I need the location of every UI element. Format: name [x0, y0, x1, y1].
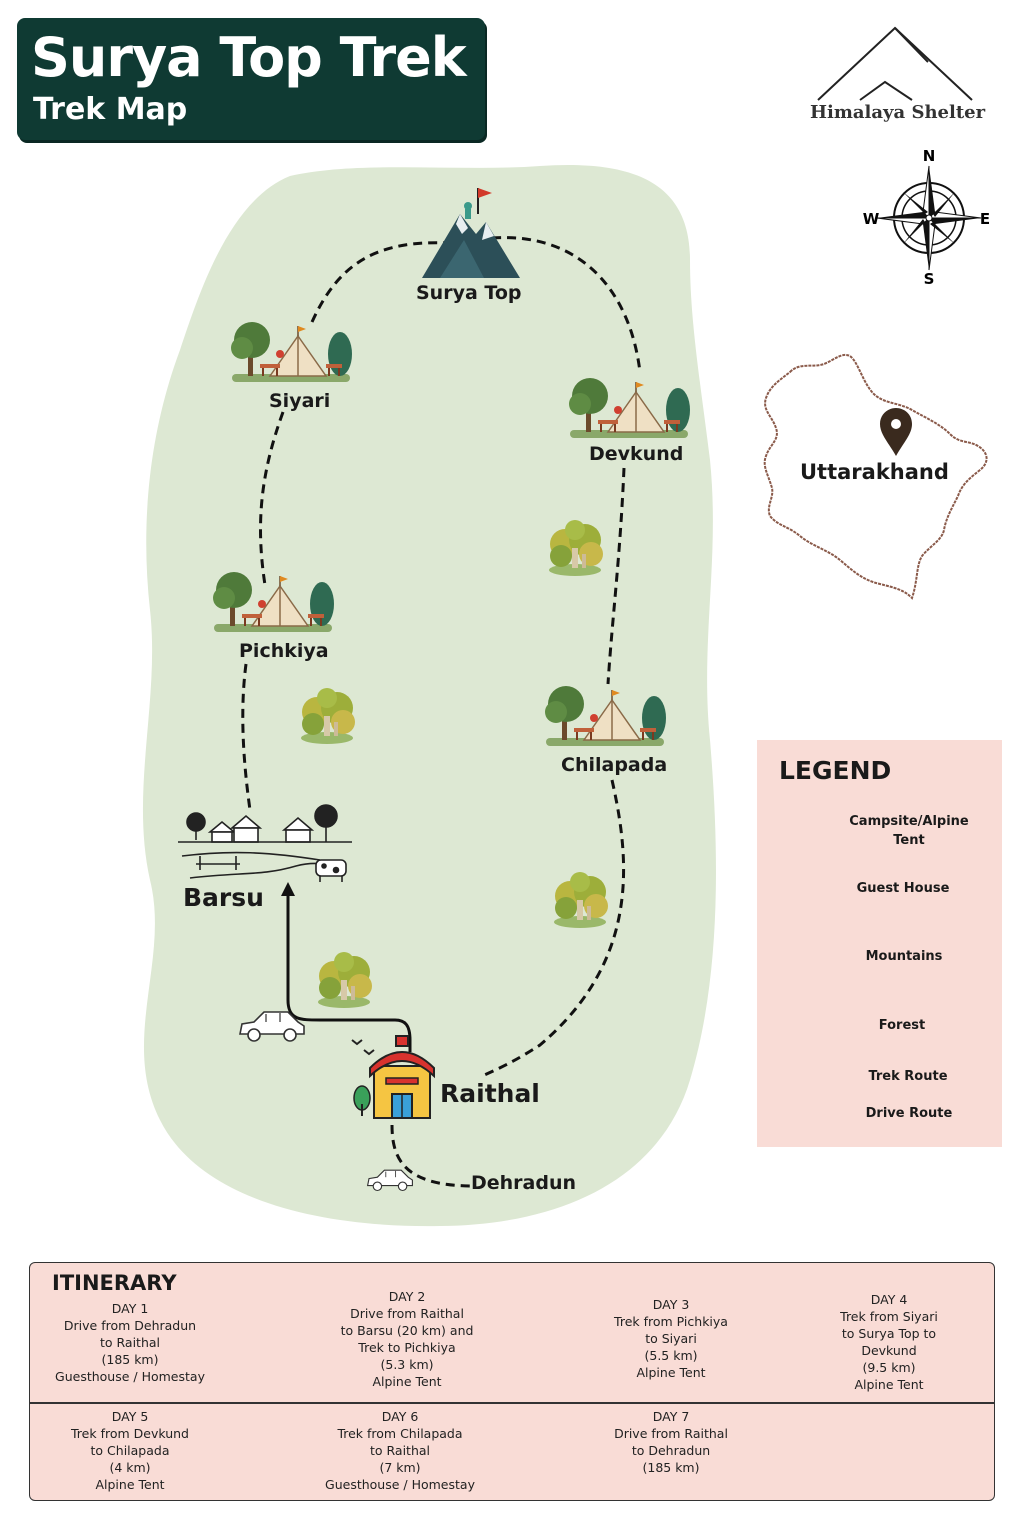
place-label-surya-top: Surya Top	[416, 282, 522, 304]
legend-label-mountains: Mountains	[865, 949, 943, 964]
brand-logo: Himalaya Shelter	[810, 24, 986, 129]
state-label: Uttarakhand	[800, 460, 949, 484]
compass-s: S	[924, 270, 935, 288]
page-subtitle: Trek Map	[33, 92, 188, 127]
legend-label-drive-route: Drive Route	[865, 1106, 953, 1121]
compass-rose-icon	[876, 165, 982, 271]
drive-route	[281, 882, 412, 1052]
place-label-barsu: Barsu	[183, 883, 264, 912]
itinerary-day-4: DAY 4 Trek from Siyari to Surya Top to D…	[840, 1292, 938, 1392]
legend-label-guest-house: Guest House	[856, 881, 950, 896]
legend-title: LEGEND	[779, 756, 892, 785]
legend-label-forest: Forest	[878, 1018, 926, 1033]
itinerary-divider	[30, 1402, 994, 1404]
compass-n: N	[923, 147, 936, 165]
itinerary-day-5: DAY 5 Trek from Devkund to Chilapada (4 …	[71, 1409, 189, 1492]
barsu-village-icon	[178, 804, 352, 882]
place-label-raithal: Raithal	[440, 1079, 540, 1108]
compass-w: W	[863, 210, 880, 228]
uttarakhand-outline	[763, 354, 988, 600]
compass-e: E	[980, 210, 990, 228]
place-label-devkund: Devkund	[589, 443, 684, 465]
title-banner: Surya Top Trek Trek Map	[17, 18, 485, 140]
legend-label-campsite: Campsite/Alpine Tent	[849, 814, 969, 848]
place-label-pichkiya: Pichkiya	[239, 640, 329, 662]
itinerary-panel: ITINERARY DAY 1 Drive from Dehradun to R…	[29, 1262, 995, 1501]
itinerary-day-6: DAY 6 Trek from Chilapada to Raithal (7 …	[325, 1409, 475, 1492]
place-label-dehradun: Dehradun	[471, 1172, 577, 1194]
place-label-chilapada: Chilapada	[561, 754, 668, 776]
legend-panel: LEGEND Campsite/Alpine Tent Guest House …	[757, 740, 1002, 1147]
itinerary-day-3: DAY 3 Trek from Pichkiya to Siyari (5.5 …	[614, 1297, 728, 1380]
itinerary-day-7: DAY 7 Drive from Raithal to Dehradun (18…	[614, 1409, 728, 1475]
brand-name: Himalaya Shelter	[810, 102, 986, 123]
trek-route	[241, 236, 642, 1188]
itinerary-day-1: DAY 1 Drive from Dehradun to Raithal (18…	[55, 1301, 205, 1384]
birds-icon	[351, 1039, 375, 1056]
legend-label-trek-route: Trek Route	[868, 1069, 948, 1084]
itinerary-day-2: DAY 2 Drive from Raithal to Barsu (20 km…	[340, 1289, 474, 1389]
tree-icon	[353, 1085, 371, 1116]
place-label-siyari: Siyari	[269, 390, 331, 412]
itinerary-title: ITINERARY	[52, 1271, 177, 1295]
page-title: Surya Top Trek	[31, 26, 467, 89]
brand-logo-icon	[817, 26, 973, 101]
location-pin-icon	[880, 408, 912, 456]
